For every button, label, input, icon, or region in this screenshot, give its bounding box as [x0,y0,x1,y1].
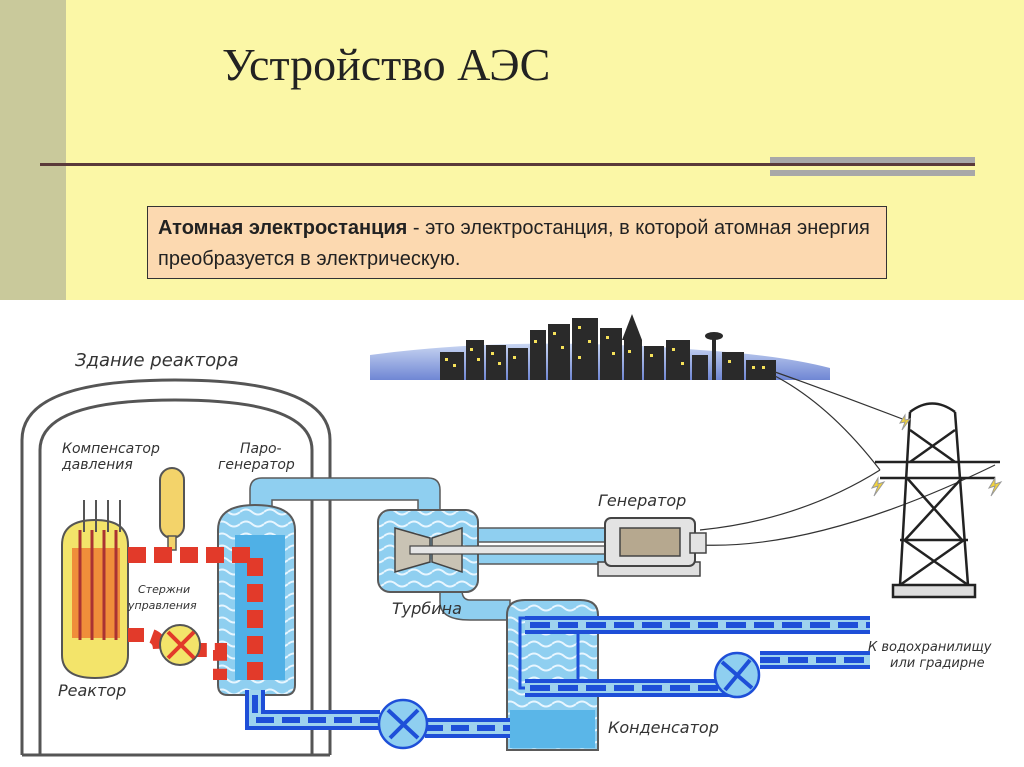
page-title: Устройство АЭС [222,39,551,90]
label-reactor-building: Здание реактора [75,350,239,371]
insulator-sparks [870,413,1003,497]
label-generator: Генератор [598,491,686,510]
divider-accent-bottom [770,170,975,176]
label-condenser: Конденсатор [608,718,719,737]
turbine [377,509,611,593]
primary-loop [128,547,263,680]
label-control-rods-2: управления [127,599,197,612]
power-lines [699,371,996,546]
left-accent-strip [0,0,66,300]
label-pressurizer-2: давления [61,457,133,473]
label-steam-generator-2: генератор [218,457,295,473]
divider-accent-top [770,157,975,163]
label-control-rods-1: Стержни [138,583,190,596]
generator [597,517,707,577]
definition-text: - это электростанция, в которой атомная … [158,217,870,270]
label-water-out-2: или градирне [890,656,985,671]
label-reactor: Реактор [58,681,126,700]
transmission-tower [875,402,1000,599]
cooling-water-loop [525,616,870,699]
label-steam-generator-1: Паро- [240,441,282,457]
reactor-building [20,378,332,757]
npp-diagram: Здание реактора Компенсатор давления Пар… [20,314,1003,757]
title-divider [40,163,975,166]
city-skyline [370,314,830,380]
feedwater-line [245,690,510,750]
reactor [61,500,129,680]
label-pressurizer-1: Компенсатор [62,441,160,457]
pressurizer [159,467,185,551]
label-turbine: Турбина [392,599,462,618]
definition-term: Атомная электростанция [158,217,408,239]
label-water-out-1: К водохранилищу [868,640,992,655]
definition-box: Атомная электростанция - это электростан… [147,206,887,279]
